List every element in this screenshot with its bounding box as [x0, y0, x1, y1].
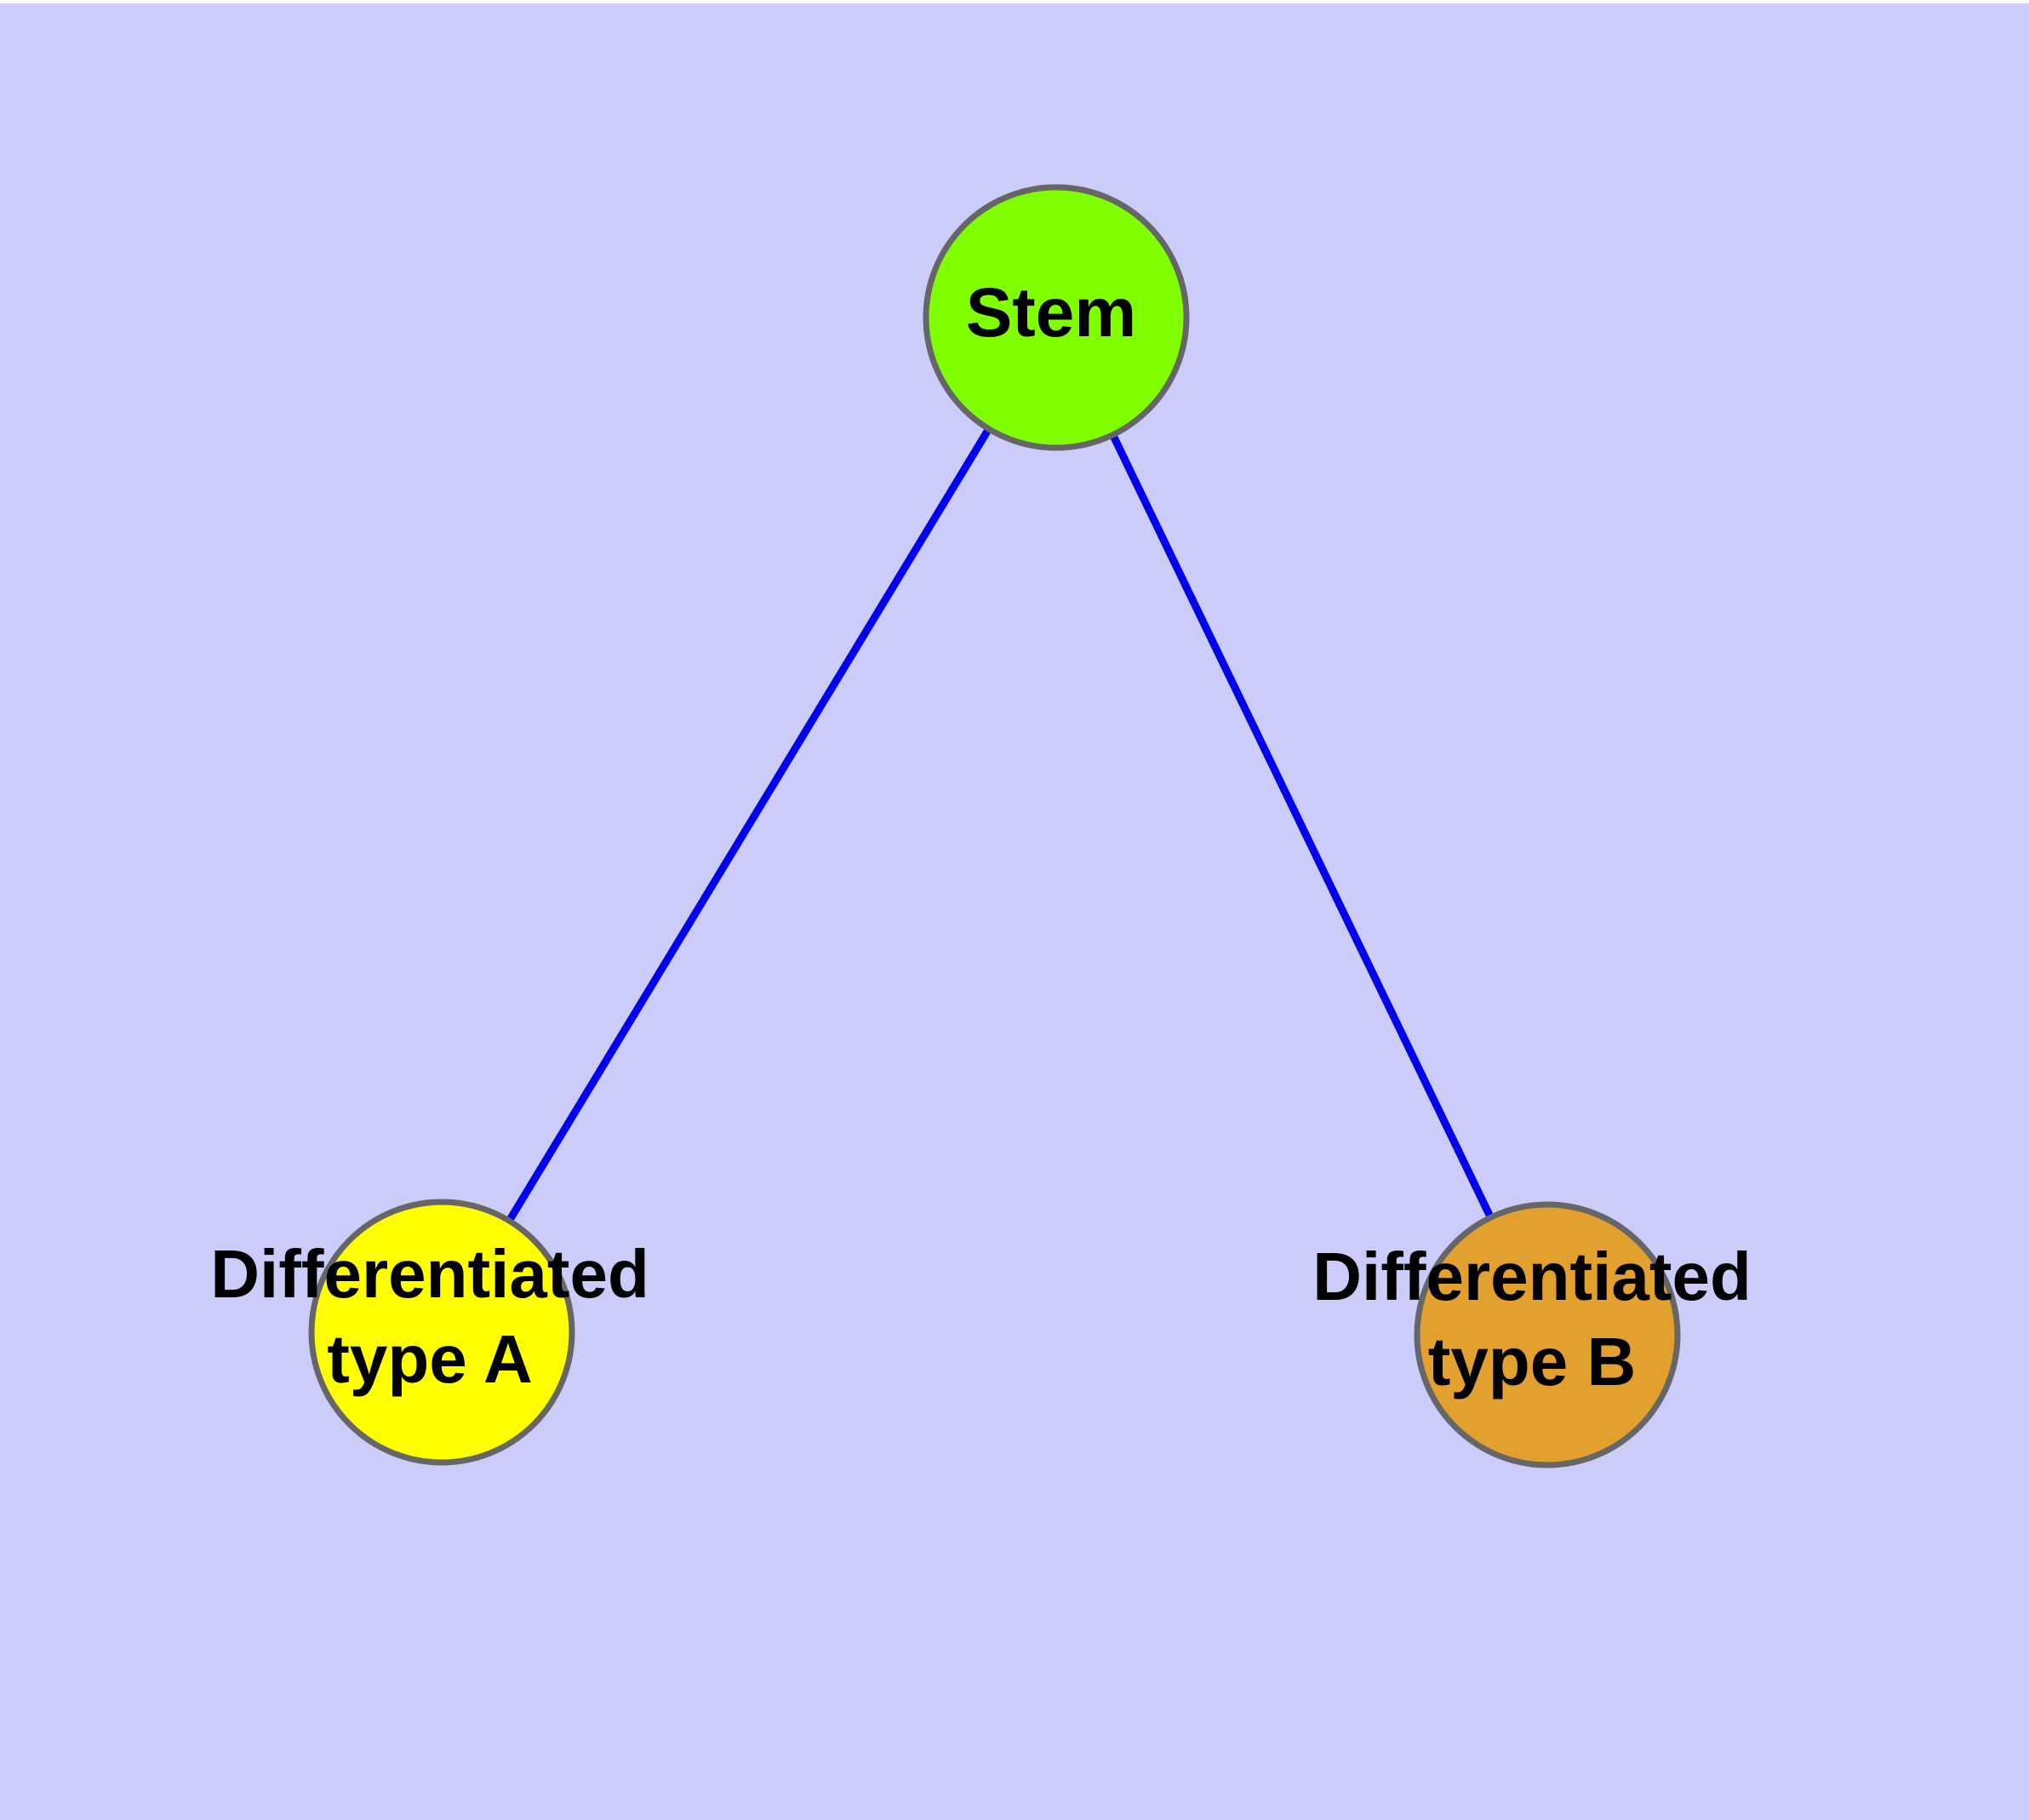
- graph-node[interactable]: [308, 1199, 575, 1466]
- node-label-line: Differentiated: [210, 1236, 649, 1312]
- node-circle[interactable]: [1414, 1201, 1681, 1468]
- node-label-line: type A: [327, 1321, 533, 1397]
- graph-edge[interactable]: [1108, 432, 1495, 1221]
- edges-layer: [505, 425, 1495, 1225]
- node-label-line: Differentiated: [1312, 1239, 1752, 1314]
- node-label-line: Stem: [966, 274, 1137, 352]
- node-label-line: type B: [1428, 1324, 1637, 1399]
- node-circle[interactable]: [923, 184, 1190, 451]
- graph-node[interactable]: [923, 184, 1190, 451]
- graph-edge[interactable]: [505, 425, 993, 1225]
- node-label: Differentiated type B: [1312, 1239, 1752, 1399]
- node-label: Differentiated type A: [210, 1236, 649, 1397]
- node-circle[interactable]: [308, 1199, 575, 1466]
- node-label: Stem: [966, 274, 1137, 352]
- graph-node[interactable]: [1414, 1201, 1681, 1468]
